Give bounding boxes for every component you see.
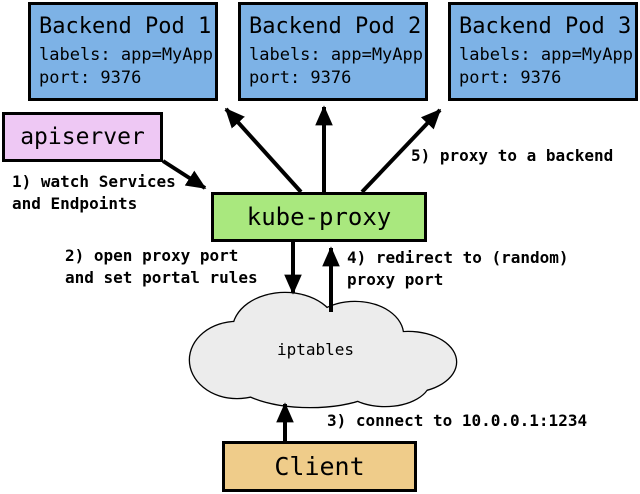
pod2-port: port: 9376 (249, 68, 352, 88)
apiserver-label: apiserver (20, 124, 145, 150)
client-label: Client (274, 452, 365, 481)
kube-proxy-node: kube-proxy (211, 192, 427, 242)
step5-line1: 5) proxy to a backend (411, 146, 614, 165)
step3-line1: 3) connect to 10.0.0.1:1234 (327, 411, 588, 430)
pod1-port: port: 9376 (39, 68, 142, 88)
pod1-title: Backend Pod 1 (39, 14, 212, 39)
step4-line1: 4) redirect to (random) (347, 248, 569, 267)
apiserver-node: apiserver (2, 112, 163, 162)
pod3-labels: labels: app=MyApp (459, 45, 633, 65)
iptables-cloud (188, 291, 458, 409)
arrow-kubeproxy-to-pod3 (360, 108, 442, 194)
kube-proxy-label: kube-proxy (246, 203, 392, 231)
backend-pod-1: Backend Pod 1 labels: app=MyApp port: 93… (28, 2, 218, 101)
backend-pod-2: Backend Pod 2 labels: app=MyApp port: 93… (238, 2, 428, 101)
pod2-title: Backend Pod 2 (249, 14, 422, 39)
backend-pod-3: Backend Pod 3 labels: app=MyApp port: 93… (448, 2, 638, 101)
pod3-port: port: 9376 (459, 68, 562, 88)
step4-line2: proxy port (347, 270, 444, 289)
pod3-title: Backend Pod 3 (459, 14, 632, 39)
step3-connect-note: 3) connect to 10.0.0.1:1234 (327, 410, 587, 432)
step2-line1: 2) open proxy port (65, 246, 239, 265)
step5-proxy-backend-note: 5) proxy to a backend (411, 145, 613, 167)
client-node: Client (222, 441, 417, 492)
step2-open-proxy-port-note: 2) open proxy port and set portal rules (65, 245, 258, 289)
pod1-labels: labels: app=MyApp (39, 45, 213, 65)
iptables-label: iptables (277, 340, 355, 359)
step1-watch-services-note: 1) watch Services and Endpoints (12, 171, 176, 215)
arrow-kubeproxy-to-pod1 (224, 107, 303, 194)
step1-line2: and Endpoints (12, 194, 138, 213)
arrow-apiserver-to-kubeproxy (161, 159, 207, 190)
step2-line2: and set portal rules (65, 268, 258, 287)
step1-line1: 1) watch Services (12, 172, 176, 191)
pod2-labels: labels: app=MyApp (249, 45, 423, 65)
step4-redirect-note: 4) redirect to (random) proxy port (347, 247, 569, 291)
